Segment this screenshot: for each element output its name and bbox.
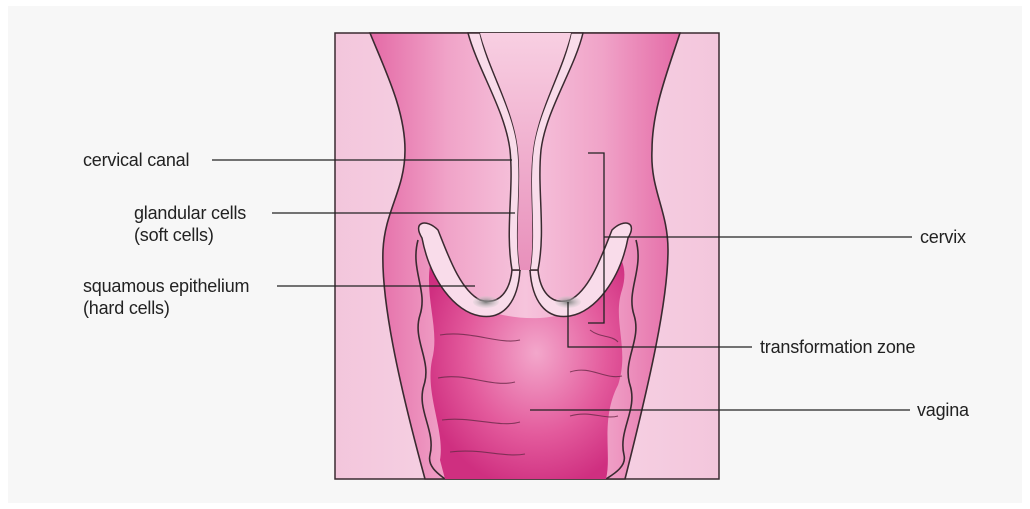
transformation-zone-left [473,296,499,308]
label-transformation-zone: transformation zone [760,336,915,358]
label-glandular-cells: glandular cells (soft cells) [134,202,246,246]
label-vagina: vagina [917,399,969,421]
label-cervical-canal: cervical canal [83,149,189,171]
label-cervix: cervix [920,226,966,248]
label-squamous-epithelium: squamous epithelium (hard cells) [83,275,249,319]
